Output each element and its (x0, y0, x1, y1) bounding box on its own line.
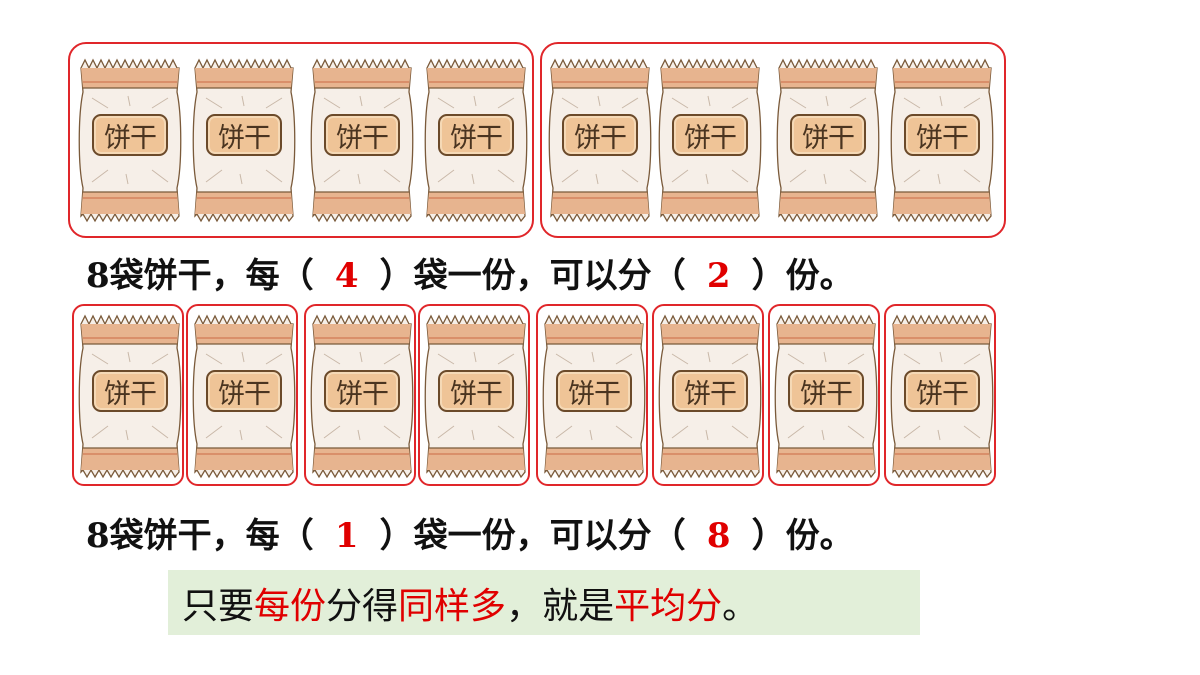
biscuit-pack-r1-6: 饼干 (658, 56, 762, 224)
sentence-text: ）份。 (751, 256, 854, 296)
summary-highlight: 平均分 (614, 585, 723, 627)
sentence-text: ）袋一份，可以分（ (379, 516, 686, 556)
biscuit-pack-r1-8: 饼干 (890, 56, 994, 224)
answer-per-share[interactable]: 4 (334, 256, 359, 296)
answer-shares[interactable]: 2 (706, 256, 731, 296)
sentence-row-1: 8袋饼干，每（ 4 ）袋一份，可以分（ 2 ）份。 (86, 248, 854, 297)
summary-highlight: 同样多 (398, 585, 507, 627)
summary-highlight: 每份 (254, 585, 327, 627)
single-circle-7 (768, 304, 880, 486)
biscuit-pack-r2-6: 饼干 (658, 312, 762, 480)
summary-text: 。 (722, 585, 759, 627)
single-circle-1 (72, 304, 184, 486)
biscuit-label: 饼干 (672, 114, 748, 156)
biscuit-label: 饼干 (324, 370, 400, 412)
single-circle-5 (536, 304, 648, 486)
summary-box: 只要每份分得同样多，就是平均分。 (168, 570, 920, 635)
biscuit-label: 饼干 (324, 114, 400, 156)
biscuit-label: 饼干 (438, 114, 514, 156)
biscuit-label: 饼干 (556, 370, 632, 412)
biscuit-pack-r2-7: 饼干 (774, 312, 878, 480)
biscuit-label: 饼干 (562, 114, 638, 156)
biscuit-pack-r1-4: 饼干 (424, 56, 528, 224)
single-circle-2 (186, 304, 298, 486)
single-circle-3 (304, 304, 416, 486)
biscuit-pack-r1-5: 饼干 (548, 56, 652, 224)
group-circle-1 (68, 42, 534, 238)
summary-text: 只要 (182, 585, 255, 627)
biscuit-label: 饼干 (904, 114, 980, 156)
sentence-text: ）袋一份，可以分（ (379, 256, 686, 296)
biscuit-pack-r1-3: 饼干 (310, 56, 414, 224)
biscuit-pack-r2-4: 饼干 (424, 312, 528, 480)
summary-text: 分得 (326, 585, 399, 627)
biscuit-pack-r1-2: 饼干 (192, 56, 296, 224)
biscuit-label: 饼干 (788, 370, 864, 412)
answer-shares[interactable]: 8 (706, 516, 731, 556)
single-circle-4 (418, 304, 530, 486)
biscuit-label: 饼干 (206, 370, 282, 412)
biscuit-pack-r2-8: 饼干 (890, 312, 994, 480)
biscuit-label: 饼干 (672, 370, 748, 412)
single-circle-6 (652, 304, 764, 486)
biscuit-pack-r2-1: 饼干 (78, 312, 182, 480)
biscuit-pack-icon (78, 58, 182, 223)
sentence-text: ）份。 (751, 516, 854, 556)
biscuit-pack-r1-7: 饼干 (776, 56, 880, 224)
biscuit-pack-r2-2: 饼干 (192, 312, 296, 480)
summary-text: ，就是 (506, 585, 615, 627)
biscuit-label: 饼干 (206, 114, 282, 156)
sentence-row-2: 8袋饼干，每（ 1 ）袋一份，可以分（ 8 ）份。 (86, 508, 854, 557)
biscuit-label: 饼干 (438, 370, 514, 412)
biscuit-pack-r1-1: 饼干 (78, 56, 182, 224)
biscuit-label: 饼干 (92, 370, 168, 412)
biscuit-pack-r2-5: 饼干 (542, 312, 646, 480)
biscuit-label: 饼干 (790, 114, 866, 156)
sentence-text: 8袋饼干，每（ (86, 256, 314, 296)
biscuit-label: 饼干 (904, 370, 980, 412)
biscuit-label: 饼干 (92, 114, 168, 156)
answer-per-share[interactable]: 1 (334, 516, 359, 556)
sentence-text: 8袋饼干，每（ (86, 516, 314, 556)
biscuit-pack-r2-3: 饼干 (310, 312, 414, 480)
single-circle-8 (884, 304, 996, 486)
group-circle-2 (540, 42, 1006, 238)
